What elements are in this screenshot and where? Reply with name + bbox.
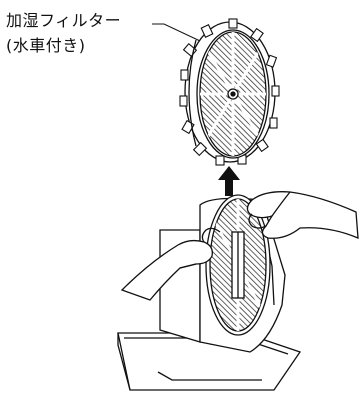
humidifier-filter-wheel bbox=[179, 18, 280, 166]
right-hand bbox=[246, 191, 359, 240]
humidifier-unit bbox=[117, 194, 302, 391]
wheel-spokes bbox=[200, 32, 266, 156]
filter-callout-label: 加湿フィルター (水車付き) bbox=[6, 8, 156, 58]
callout-line-1: 加湿フィルター bbox=[6, 11, 122, 30]
callout-line-2: (水車付き) bbox=[6, 36, 86, 55]
lift-up-arrow-icon bbox=[218, 166, 240, 196]
left-hand bbox=[120, 227, 221, 301]
